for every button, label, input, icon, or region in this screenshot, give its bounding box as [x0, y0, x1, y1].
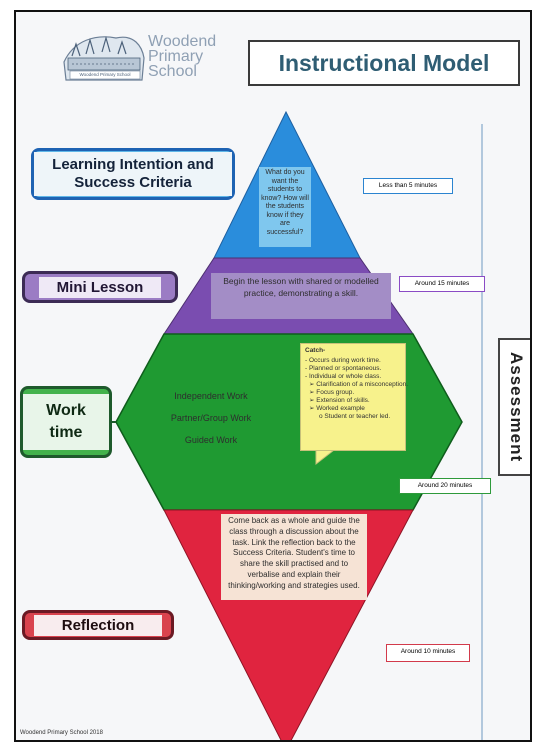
learning-intention-questions: What do you want the students to know? H…: [259, 167, 311, 247]
assessment-label: Assessment: [507, 351, 526, 463]
school-name-line-3: School: [148, 63, 197, 80]
reflection-label-text: Reflection: [33, 614, 163, 636]
work-time-label: Work time: [20, 386, 112, 458]
work-mode-independent: Independent Work: [174, 391, 248, 401]
time-work-time: Around 20 minutes: [399, 478, 491, 494]
time-learning-intention: Less than 5 minutes: [363, 178, 453, 194]
crest-text: Woodend Primary School: [79, 72, 131, 77]
learning-intention-label: Learning Intention and Success Criteria: [31, 148, 235, 200]
school-crest-logo: [63, 35, 145, 81]
catch-item: ➢ Focus group.: [309, 389, 355, 396]
catch-item: o Student or teacher led.: [319, 413, 391, 420]
school-name-line-2: Primary: [148, 48, 204, 65]
mini-lesson-description: Begin the lesson with shared or modelled…: [211, 273, 391, 319]
learning-intention-label-text: Learning Intention and Success Criteria: [34, 152, 232, 196]
catch-item: - Occurs during work time.: [305, 357, 381, 364]
work-modes: Independent Work Partner/Group Work Guid…: [146, 386, 276, 456]
catch-item: - Individual or whole class.: [305, 373, 382, 380]
work-time-label-text: Work time: [23, 394, 109, 450]
work-mode-guided: Guided Work: [184, 435, 238, 445]
time-reflection: Around 10 minutes: [386, 644, 470, 662]
footer-credit: Woodend Primary School 2018: [20, 730, 103, 736]
mini-lesson-label-text: Mini Lesson: [38, 276, 162, 298]
reflection-description: Come back as a whole and guide the class…: [221, 514, 367, 600]
school-name: Woodend Primary School: [148, 33, 217, 80]
instructional-model-poster: Woodend Primary School Woodend Primary S…: [14, 10, 532, 742]
catch-note-title: Catch-: [305, 347, 326, 354]
catch-item: ➢ Worked example: [309, 405, 365, 412]
assessment-box: Assessment: [498, 338, 530, 476]
poster-title: Instructional Model: [248, 40, 520, 86]
work-mode-partner: Partner/Group Work: [170, 413, 252, 423]
time-mini-lesson: Around 15 minutes: [399, 276, 485, 292]
catch-item: ➢ Extension of skills.: [309, 397, 370, 404]
catch-item: - Planned or spontaneous.: [305, 365, 382, 372]
school-name-line-1: Woodend: [148, 33, 217, 50]
catch-note: Catch- - Occurs during work time. - Plan…: [300, 343, 409, 451]
reflection-label: Reflection: [22, 610, 174, 640]
mini-lesson-label: Mini Lesson: [22, 271, 178, 303]
catch-note-list: - Occurs during work time. - Planned or …: [305, 357, 409, 421]
catch-item: ➢ Clarification of a misconception.: [309, 381, 409, 388]
